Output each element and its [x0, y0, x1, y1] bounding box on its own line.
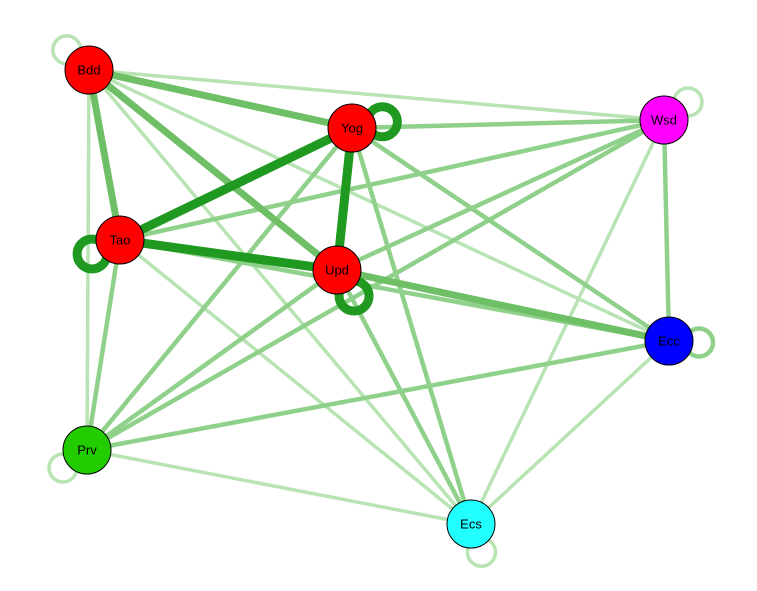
- edge-upd-wsd: [334, 117, 667, 273]
- node-label: Ecs: [460, 517, 482, 532]
- edge-yog-prv: [84, 125, 355, 453]
- edge-yog-wsd: [349, 117, 667, 131]
- node-circle: [312, 245, 362, 295]
- edge-bdd-wsd: [87, 68, 666, 122]
- node-label: Bdd: [77, 63, 100, 78]
- node-label: Yog: [341, 121, 363, 136]
- edge-upd-prv: [84, 267, 340, 453]
- edge-bdd-yog: [85, 66, 356, 132]
- edge-upd-ecc: [333, 266, 673, 345]
- node-ecs[interactable]: Ecs: [446, 499, 496, 549]
- node-circle: [327, 103, 377, 153]
- edge-tao-wsd: [117, 117, 667, 243]
- edge-yog-ecc: [349, 125, 672, 344]
- edge-layer: [84, 66, 673, 527]
- node-bdd[interactable]: Bdd: [64, 45, 114, 95]
- node-label: Wsd: [651, 113, 677, 128]
- edge-wsd-ecc: [661, 117, 672, 344]
- node-label: Tao: [110, 233, 131, 248]
- edge-tao-upd: [115, 235, 342, 275]
- edge-yog-tao: [115, 123, 357, 245]
- edge-bdd-ecs: [87, 68, 473, 526]
- edge-wsd-prv: [84, 117, 667, 453]
- edge-bdd-tao: [85, 66, 124, 244]
- node-upd[interactable]: Upd: [312, 245, 362, 295]
- node-tao[interactable]: Tao: [95, 215, 145, 265]
- edge-tao-ecs: [118, 238, 473, 526]
- edge-yog-ecs: [349, 125, 474, 527]
- node-label: Upd: [325, 263, 349, 278]
- node-ecc[interactable]: Ecc: [644, 316, 694, 366]
- edge-prv-ecs: [85, 448, 473, 526]
- node-label: Prv: [77, 443, 97, 458]
- edge-bdd-upd: [85, 66, 341, 274]
- node-wsd[interactable]: Wsd: [639, 95, 689, 145]
- node-prv[interactable]: Prv: [62, 425, 112, 475]
- node-circle: [64, 45, 114, 95]
- edge-bdd-prv: [85, 68, 91, 452]
- node-yog[interactable]: Yog: [327, 103, 377, 153]
- edge-ecc-prv: [84, 338, 672, 453]
- node-label: Ecc: [658, 334, 680, 349]
- node-circle: [62, 425, 112, 475]
- edge-tao-prv: [84, 237, 123, 453]
- node-circle: [446, 499, 496, 549]
- node-circle: [639, 95, 689, 145]
- node-circle: [644, 316, 694, 366]
- node-circle: [95, 215, 145, 265]
- edge-bdd-ecc: [87, 68, 671, 343]
- edge-ecc-ecs: [469, 339, 671, 526]
